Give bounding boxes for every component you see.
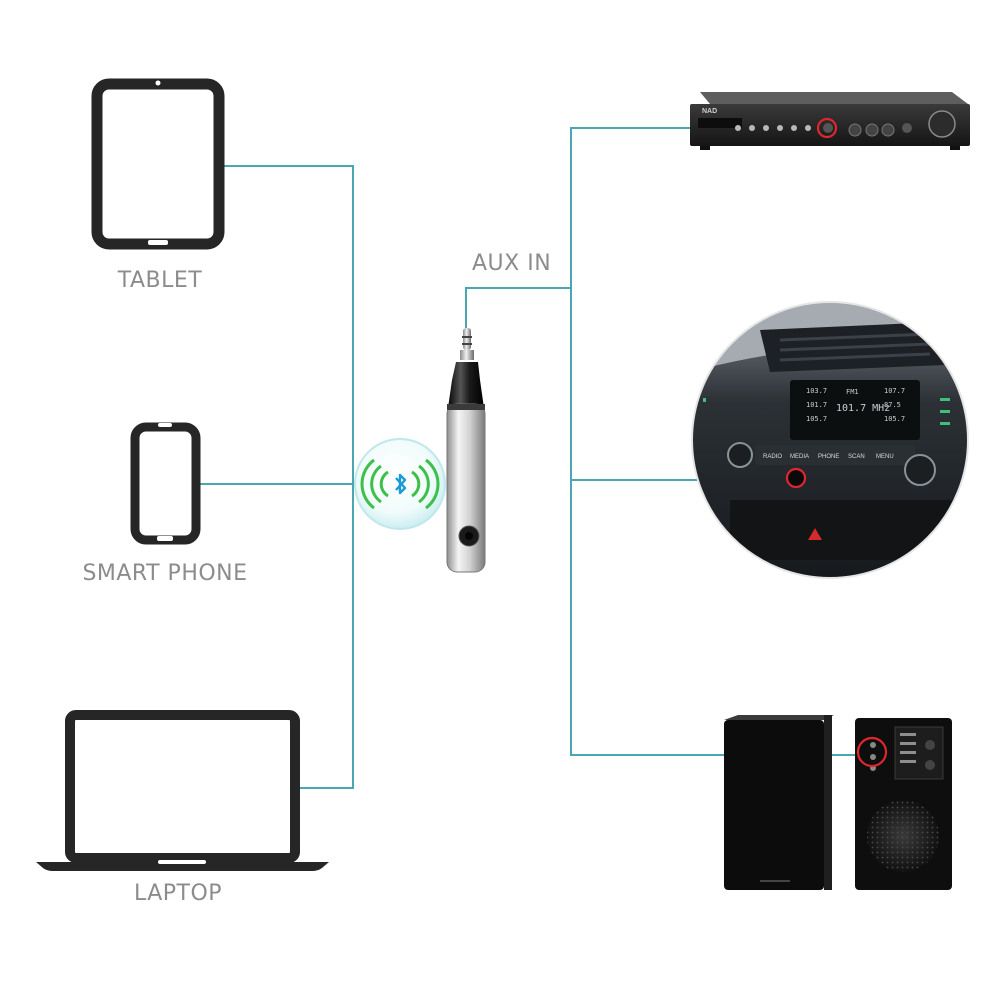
radio-button-phone: PHONE (818, 454, 839, 460)
aux-port-highlight (816, 117, 838, 139)
aux-in-label: AUX IN (472, 251, 552, 276)
radio-preset-6: 105.7 (884, 415, 905, 423)
connector-lines (200, 127, 862, 789)
radio-button-menu: MENU (876, 454, 894, 460)
speaker-aux-highlight (856, 736, 888, 768)
radio-button-scan: SCAN (848, 454, 865, 460)
radio-preset-3: 105.7 (806, 415, 827, 423)
laptop-icon (36, 710, 329, 871)
amplifier: NAD (690, 92, 970, 150)
tablet-line (224, 165, 354, 789)
smart-phone-label: SMART PHONE (82, 561, 248, 586)
radio-preset-5: 87.5 (884, 401, 901, 409)
radio-button-radio: RADIO (763, 454, 782, 460)
speakers (724, 715, 952, 890)
radio-preset-1: 103.7 (806, 387, 827, 395)
radio-frequency: 101.7 MHz (836, 403, 890, 414)
tablet-label: TABLET (117, 268, 203, 293)
bluetooth-receiver (446, 328, 486, 573)
car-dashboard: 103.7 101.7 105.7 FM1 101.7 MHz 107.7 87… (691, 301, 969, 579)
laptop-label: LAPTOP (133, 881, 223, 906)
smartphone-icon (130, 422, 201, 545)
aux-line (465, 287, 571, 340)
car-aux-highlight (785, 467, 807, 489)
radio-preset-4: 107.7 (884, 387, 905, 395)
radio-button-media: MEDIA (790, 454, 809, 460)
tablet-icon (91, 78, 225, 250)
radio-fm: FM1 (846, 388, 859, 396)
bluetooth-icon (354, 438, 446, 530)
radio-preset-2: 101.7 (806, 401, 827, 409)
amplifier-brand: NAD (702, 108, 717, 115)
output-bus-line (570, 127, 862, 756)
